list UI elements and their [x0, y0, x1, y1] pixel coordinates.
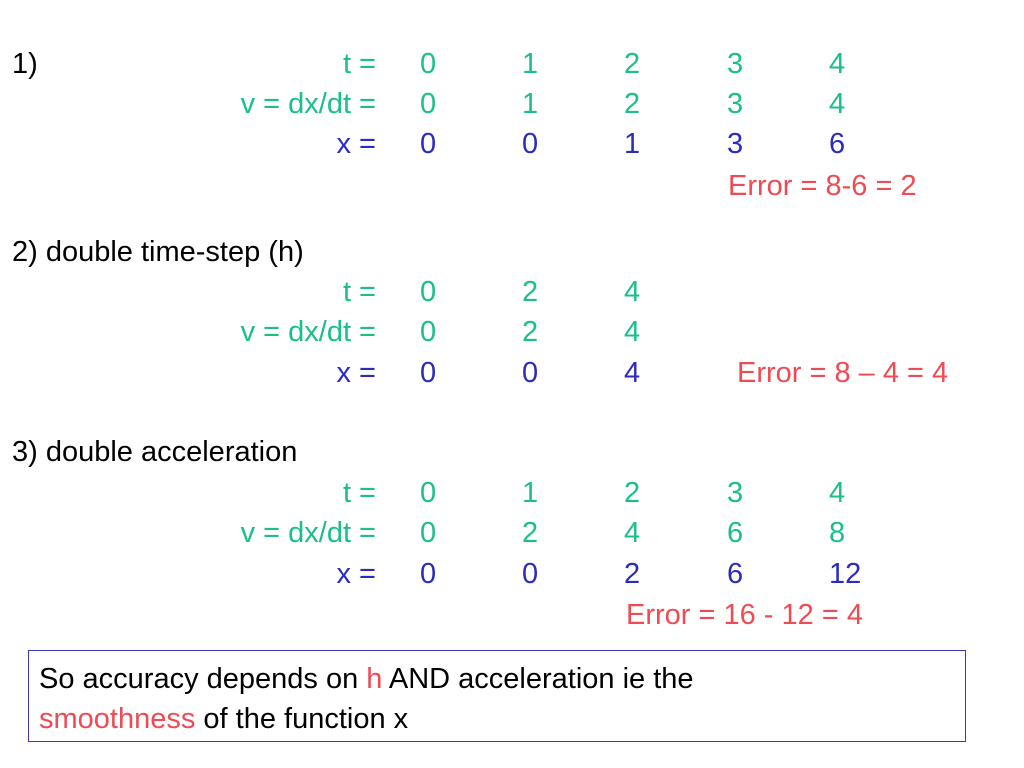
section-1-t-value-0: 0 — [420, 48, 437, 80]
section-2-t-label: t = — [342, 276, 376, 308]
section-2-v-value-0: 0 — [420, 316, 437, 348]
section-1-t-value-3: 3 — [727, 48, 744, 80]
section-1-v-value-4: 4 — [829, 88, 846, 120]
section-3-t-value-4: 4 — [829, 477, 846, 509]
section-3-heading: 3) double acceleration — [12, 436, 298, 468]
section-1-x-value-1: 0 — [522, 128, 539, 160]
section-1-v-value-2: 2 — [624, 88, 641, 120]
section-2-x-label: x = — [336, 357, 377, 389]
section-2-v-label: v = dx/dt = — [240, 316, 376, 348]
section-1-x-label: x = — [336, 128, 377, 160]
section-3-v-value-3: 6 — [727, 517, 744, 549]
section-2-error: Error = 8 – 4 = 4 — [737, 357, 949, 389]
summary-box: So accuracy depends on h AND acceleratio… — [28, 650, 966, 742]
summary-line-2: smoothness of the function x — [39, 705, 408, 734]
section-1-x-value-4: 6 — [829, 128, 846, 160]
section-3-x-value-1: 0 — [522, 558, 539, 590]
section-1-x-value-0: 0 — [420, 128, 437, 160]
section-3-x-value-2: 2 — [624, 558, 641, 590]
section-3-v-value-1: 2 — [522, 517, 539, 549]
section-2-t-value-0: 0 — [420, 276, 437, 308]
section-1-t-value-2: 2 — [624, 48, 641, 80]
section-3-x-label: x = — [336, 558, 377, 590]
section-1-t-value-1: 1 — [522, 48, 539, 80]
summary-highlight-h: h — [366, 663, 383, 695]
section-1-v-value-1: 1 — [522, 88, 539, 120]
section-3-error: Error = 16 - 12 = 4 — [626, 599, 863, 631]
summary-text-b: AND acceleration ie the — [382, 663, 694, 695]
summary-line-1: So accuracy depends on h AND acceleratio… — [39, 665, 694, 694]
section-2-heading: 2) double time-step (h) — [12, 236, 304, 268]
section-2-v-value-1: 2 — [522, 316, 539, 348]
summary-highlight-smoothness: smoothness — [39, 703, 196, 735]
section-1-heading: 1) — [12, 48, 38, 80]
section-2-x-value-2: 4 — [624, 357, 641, 389]
section-2-x-value-0: 0 — [420, 357, 437, 389]
section-3-t-value-2: 2 — [624, 477, 641, 509]
section-1-v-label: v = dx/dt = — [240, 88, 376, 120]
section-1-x-value-2: 1 — [624, 128, 641, 160]
section-1-error: Error = 8-6 = 2 — [728, 170, 917, 202]
section-3-v-value-2: 4 — [624, 517, 641, 549]
section-3-x-value-3: 6 — [727, 558, 744, 590]
summary-text-c: of the function x — [195, 703, 409, 735]
section-1-t-value-4: 4 — [829, 48, 846, 80]
section-3-v-label: v = dx/dt = — [240, 517, 376, 549]
section-3-x-value-0: 0 — [420, 558, 437, 590]
section-3-t-label: t = — [342, 477, 376, 509]
section-3-x-value-4: 12 — [829, 558, 862, 590]
section-1-v-value-0: 0 — [420, 88, 437, 120]
section-2-t-value-1: 2 — [522, 276, 539, 308]
section-1-x-value-3: 3 — [727, 128, 744, 160]
section-2-t-value-2: 4 — [624, 276, 641, 308]
section-3-t-value-3: 3 — [727, 477, 744, 509]
section-1-v-value-3: 3 — [727, 88, 744, 120]
section-3-v-value-4: 8 — [829, 517, 846, 549]
section-3-t-value-0: 0 — [420, 477, 437, 509]
section-3-t-value-1: 1 — [522, 477, 539, 509]
summary-text-a: So accuracy depends on — [39, 663, 367, 695]
section-1-t-label: t = — [342, 48, 376, 80]
section-2-v-value-2: 4 — [624, 316, 641, 348]
section-2-x-value-1: 0 — [522, 357, 539, 389]
section-3-v-value-0: 0 — [420, 517, 437, 549]
